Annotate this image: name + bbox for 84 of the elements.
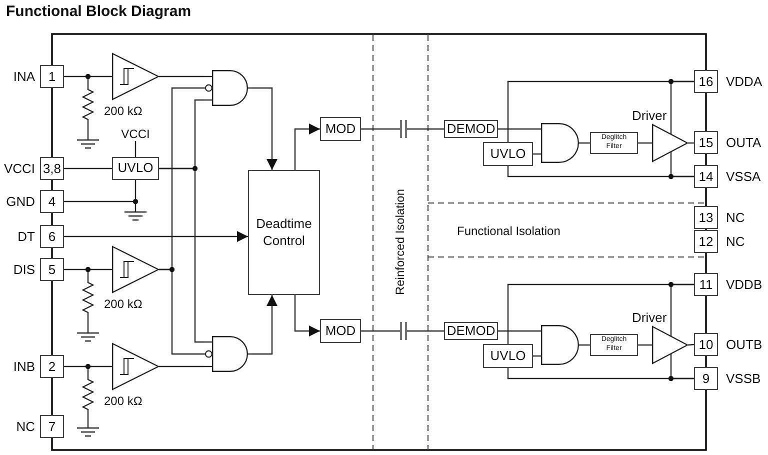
- pin-box: 4: [40, 190, 64, 213]
- supply-label: VCCI: [118, 127, 153, 141]
- pin-name: VCCI: [4, 161, 35, 176]
- pin-box: 16: [694, 70, 718, 93]
- arrow: [64, 231, 248, 242]
- wire: [64, 366, 112, 368]
- function-block: DEMOD: [444, 120, 498, 138]
- pin-name: VSSB: [726, 371, 761, 386]
- pin-box: 9: [694, 367, 718, 390]
- wire: [498, 128, 541, 130]
- arrow: [252, 295, 278, 355]
- pin-box: 5: [40, 258, 64, 281]
- arrow: [252, 87, 278, 170]
- wire: [159, 76, 204, 78]
- arrow: [294, 124, 320, 170]
- wire: [159, 366, 204, 368]
- pin-box: 13: [694, 206, 718, 229]
- annotation-label: 200 kΩ: [104, 297, 142, 311]
- pin-box: 12: [694, 230, 718, 253]
- pin-box: 15: [694, 131, 718, 154]
- wire: [688, 344, 694, 346]
- wire: [638, 344, 652, 346]
- wire: [407, 128, 444, 130]
- wire: [64, 180, 136, 202]
- pin-name: INA: [13, 69, 35, 84]
- pin-name: OUTB: [726, 337, 762, 352]
- pin-box: 11: [694, 273, 718, 296]
- annotation-label: 200 kΩ: [104, 394, 142, 408]
- wire: [670, 152, 694, 178]
- isolation-label: Reinforced Isolation: [393, 188, 407, 296]
- annotation-label: 200 kΩ: [104, 104, 142, 118]
- capacitor-symbol: [400, 322, 407, 340]
- driver-label: Driver: [632, 310, 667, 325]
- arrow: [294, 295, 320, 336]
- pin-box: 1: [40, 65, 64, 88]
- wire: [159, 268, 204, 355]
- function-block: DEMOD: [444, 322, 498, 340]
- annotation-label: Functional Isolation: [457, 224, 560, 238]
- wire: [638, 142, 652, 144]
- pin-name: NC: [16, 419, 35, 434]
- wire: [64, 76, 112, 78]
- function-block: UVLO: [483, 344, 533, 368]
- pin-name: DT: [18, 229, 35, 244]
- wire: [159, 168, 204, 343]
- and-gate: [204, 336, 252, 372]
- pin-name: VDDB: [726, 277, 762, 292]
- function-block: UVLO: [112, 157, 159, 180]
- function-block: MOD: [320, 117, 361, 141]
- driver-label: Driver: [632, 108, 667, 123]
- wire: [407, 330, 444, 332]
- pin-name: VDDA: [726, 74, 762, 89]
- wire: [361, 330, 400, 332]
- and-gate: [541, 325, 581, 365]
- function-block: Deadtime Control: [248, 170, 320, 295]
- function-block: UVLO: [483, 142, 533, 166]
- pin-name: NC: [726, 234, 745, 249]
- and-gate: [541, 123, 581, 163]
- diagram-title: Functional Block Diagram: [6, 3, 192, 20]
- wire: [670, 284, 694, 336]
- pin-box: 6: [40, 225, 64, 248]
- function-block: MOD: [320, 319, 361, 343]
- pin-name: VSSA: [726, 169, 761, 184]
- wire: [64, 168, 112, 170]
- pin-box: 10: [694, 333, 718, 356]
- and-gate: [204, 70, 252, 106]
- pin-box: 7: [40, 415, 64, 438]
- pin-name: DIS: [13, 262, 35, 277]
- pin-name: NC: [726, 210, 745, 225]
- capacitor-symbol: [400, 120, 407, 138]
- schmitt-trigger-buffer: [112, 343, 159, 390]
- wire: [64, 268, 112, 270]
- schmitt-trigger-buffer: [112, 53, 159, 100]
- wire: [670, 80, 694, 134]
- pin-box: 3,8: [40, 157, 64, 180]
- schmitt-trigger-buffer: [112, 246, 159, 293]
- wire: [361, 128, 400, 130]
- pin-name: GND: [6, 194, 35, 209]
- wire: [498, 330, 541, 332]
- pin-name: INB: [13, 359, 35, 374]
- pin-box: 14: [694, 165, 718, 188]
- wire: [670, 354, 694, 380]
- pin-box: 2: [40, 355, 64, 378]
- wire: [134, 141, 136, 157]
- pin-name: OUTA: [726, 135, 762, 150]
